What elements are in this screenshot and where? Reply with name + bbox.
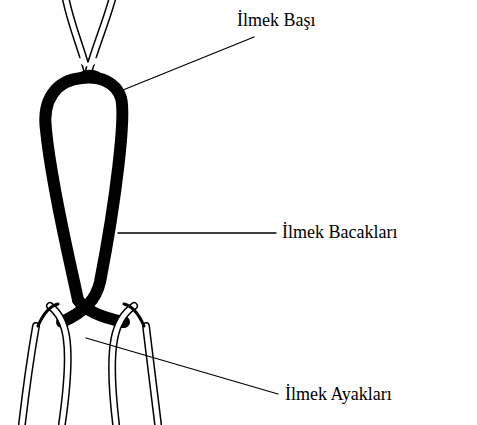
leader-line — [118, 37, 254, 92]
loop-foot — [78, 300, 124, 322]
upper-strands — [66, 0, 112, 74]
leader-lines — [86, 37, 278, 394]
loop-head — [74, 73, 104, 82]
lower-strands — [22, 304, 158, 424]
part-label: İlmek Bacakları — [282, 222, 397, 244]
part-label: İlmek Ayakları — [285, 384, 392, 406]
leader-line — [86, 338, 278, 394]
loop-body — [45, 78, 122, 322]
leader-line — [118, 232, 276, 233]
part-label: İlmek Başı — [237, 10, 316, 32]
stitch-drawing — [22, 0, 278, 424]
